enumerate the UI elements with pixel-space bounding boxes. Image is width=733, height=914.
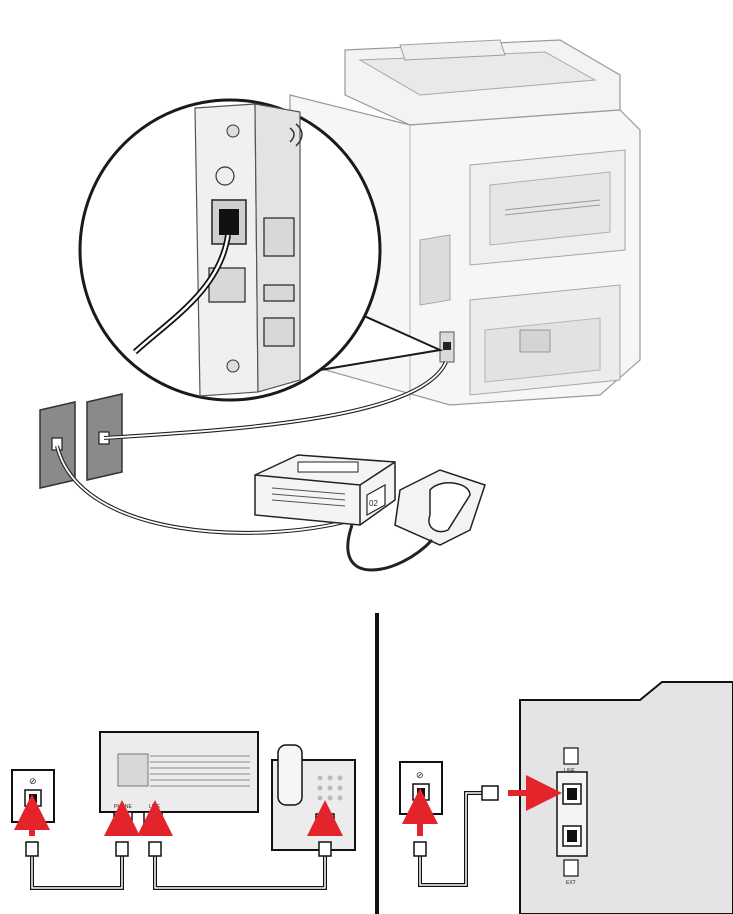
wall-jack-pair: [40, 394, 122, 488]
right-schematic: ⊘ LINE EXT: [400, 682, 733, 914]
phone-port-label: PHONE: [114, 804, 132, 810]
line-port-label: LINE: [149, 804, 161, 810]
printer-ext-label: EXT: [566, 880, 576, 886]
svg-text:⊘: ⊘: [416, 770, 424, 780]
telephone: [395, 470, 485, 545]
left-schematic: ⊘ PHONE LINE: [12, 732, 355, 888]
answering-machine: 02: [255, 455, 395, 525]
svg-text:⊘: ⊘: [29, 776, 37, 786]
answering-machine-display: 02: [369, 499, 378, 508]
printer-schematic: [520, 682, 733, 914]
printer-line-label: LINE: [564, 768, 576, 774]
